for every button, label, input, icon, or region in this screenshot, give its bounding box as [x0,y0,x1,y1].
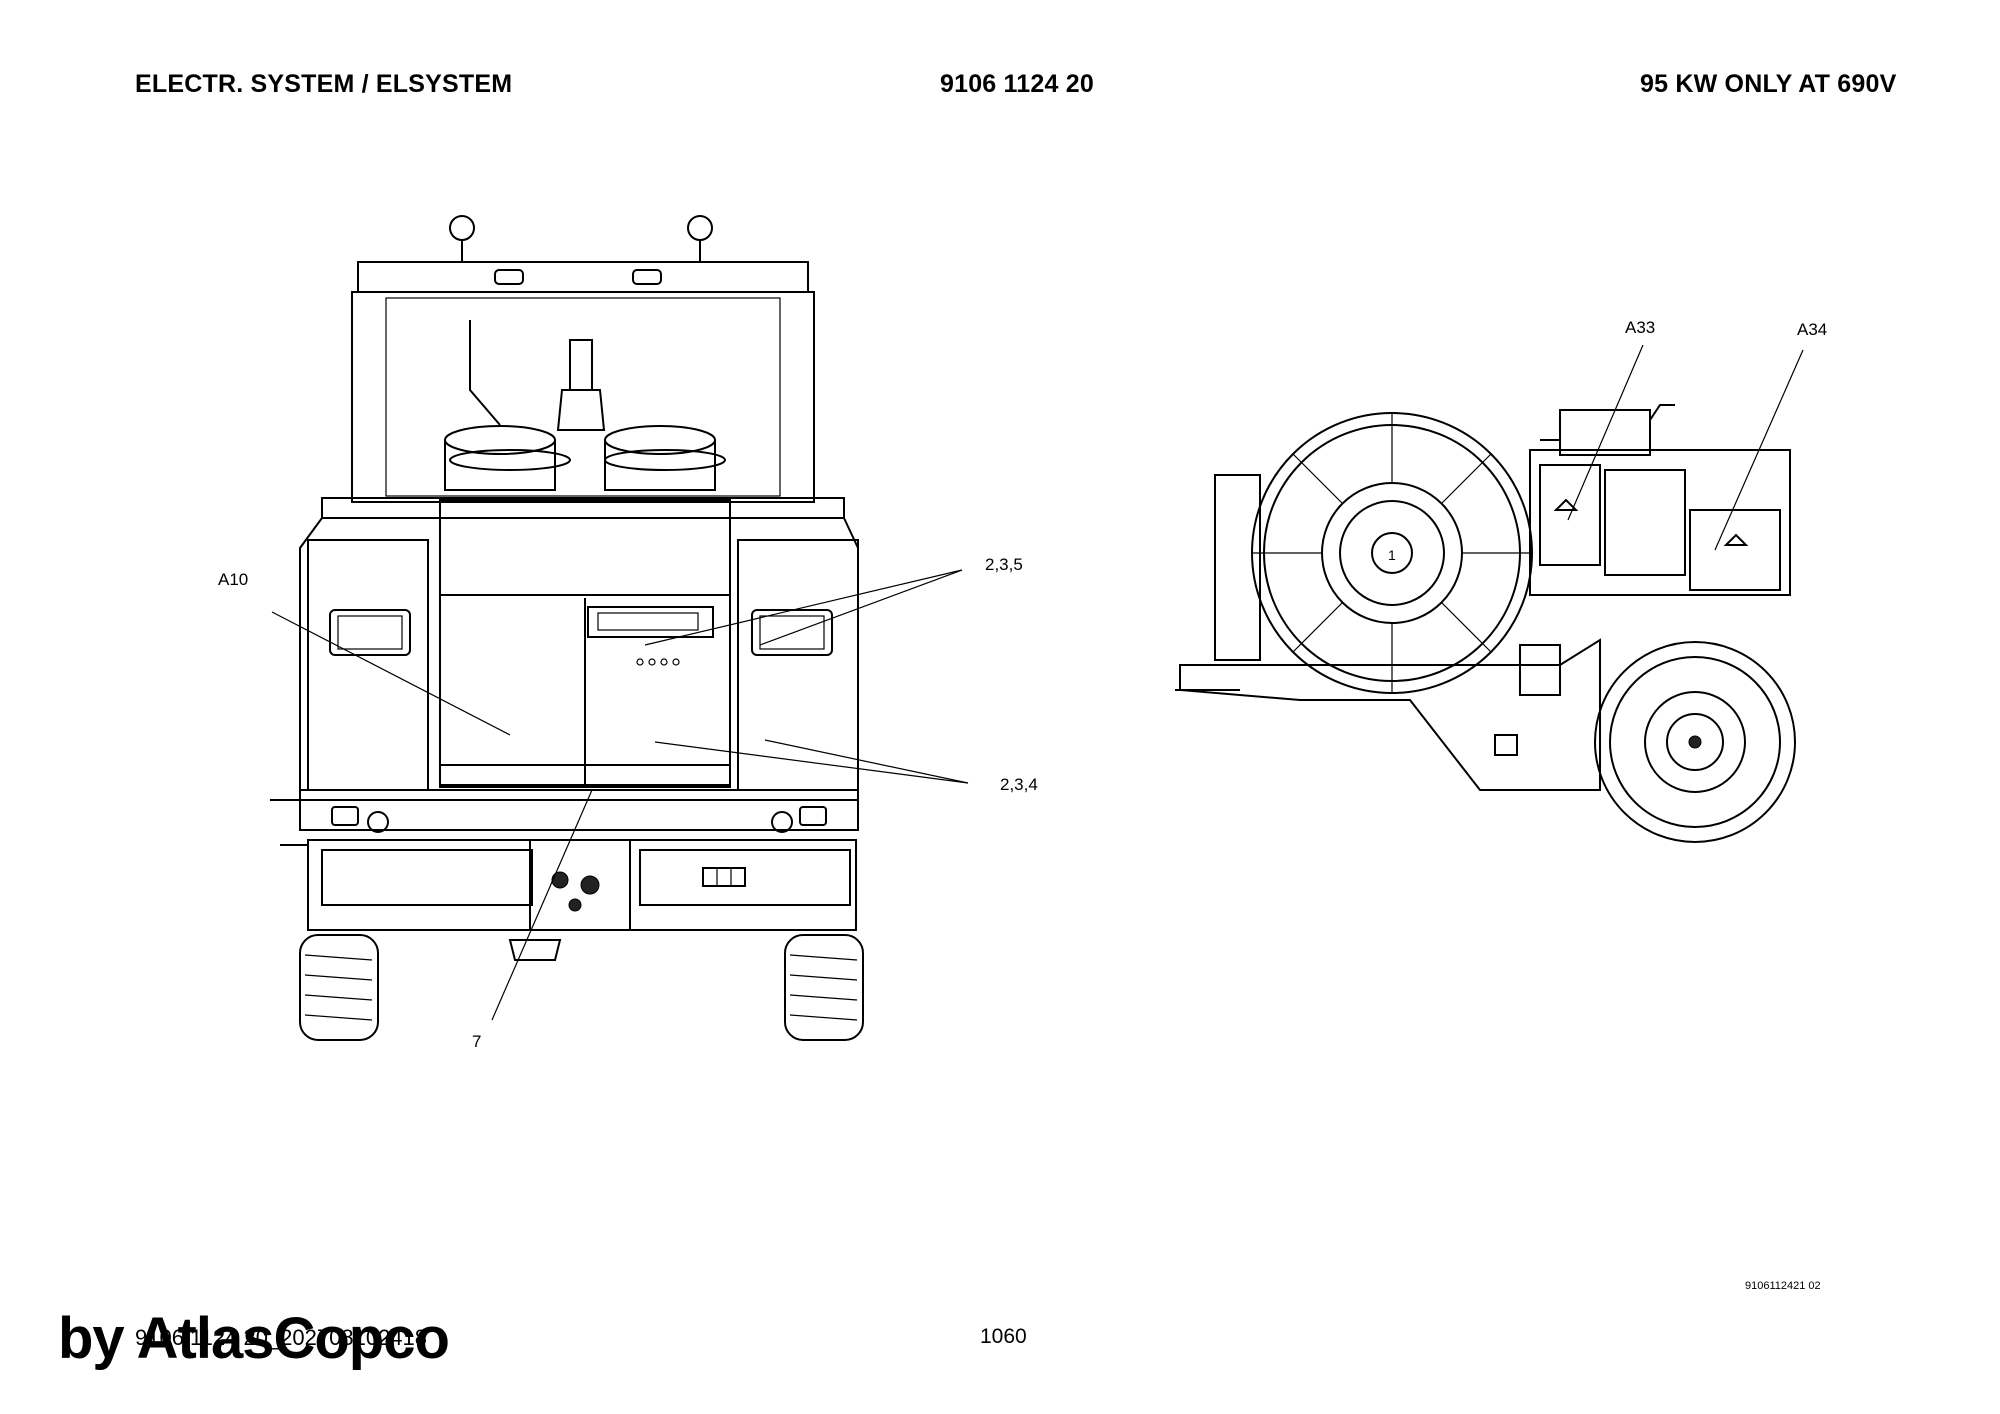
callout-7: 7 [472,1032,482,1051]
callout-2-3-5: 2,3,5 [985,555,1023,574]
page-number: 1060 [980,1325,1027,1348]
reel-hub-label: 1 [1388,547,1396,563]
watermark: by AtlasCopco [58,1306,450,1371]
drawing-number: 9106112421 02 [1745,1280,1821,1292]
part-number: 9106 1124 20 [940,70,1094,98]
front-view-drawing [270,215,969,1041]
side-view-drawing: 1 [1175,344,1804,843]
document-code: 9106 1124 20_202708102418 [135,1325,428,1350]
callout-a33: A33 [1625,318,1656,337]
callout-a34: A34 [1797,320,1828,339]
variant-note: 95 KW ONLY AT 690V [1640,70,1897,98]
page-title: ELECTR. SYSTEM / ELSYSTEM [135,70,513,98]
callout-a10: A10 [218,570,249,589]
callout-2-3-4: 2,3,4 [1000,775,1038,794]
